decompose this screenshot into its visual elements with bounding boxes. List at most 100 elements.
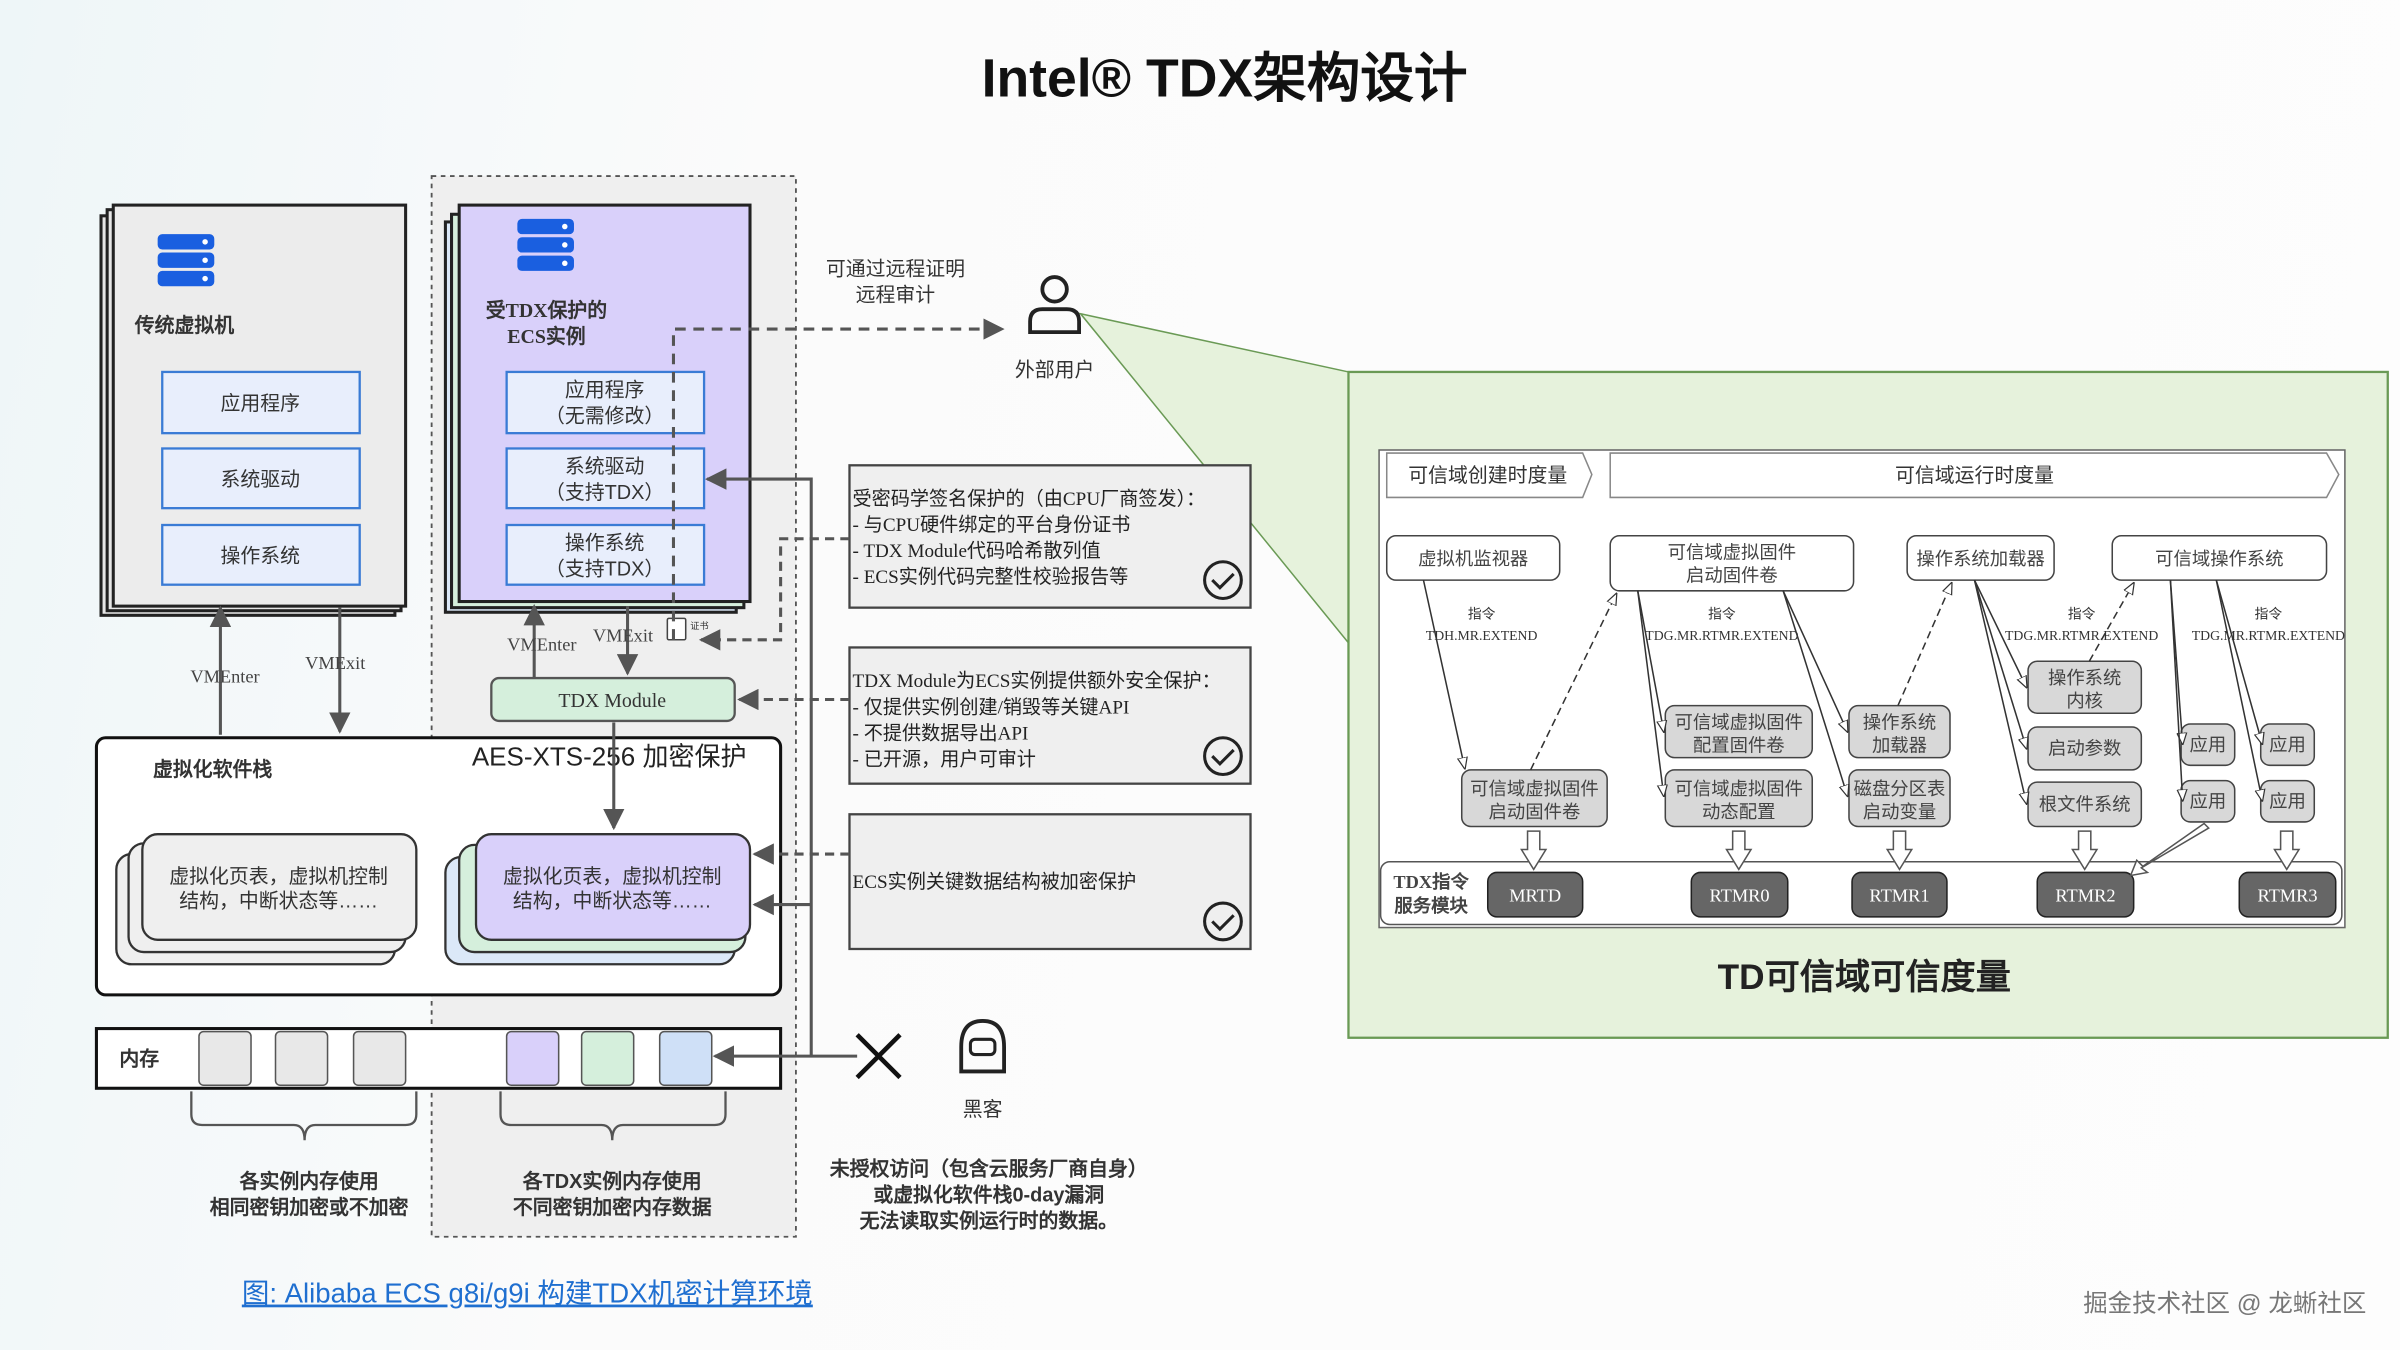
info-box [848,464,1252,609]
virtualization-stack-label: 虚拟化软件栈 [153,758,272,781]
server-slot [157,252,215,268]
source-label: 虚拟机监视器 [1418,549,1528,569]
tdx-layer-box [505,523,706,586]
user-head [1040,275,1069,304]
memory-page [352,1030,407,1086]
hacker-icon [959,1019,1006,1074]
register-label: RTMR3 [2257,886,2317,906]
right-memory-caption: 各TDX实例内存使用 [522,1170,702,1193]
extend-arrow [2071,830,2099,871]
memory-page [274,1030,329,1086]
server-slot [517,218,574,235]
vm-layer-label: 系统驱动 [220,469,300,491]
register-rtmr3 [2238,871,2337,918]
watermark: 掘金技术社区 @ 龙蜥社区 [2083,1290,2366,1318]
measured-label: 动态配置 [1702,802,1775,822]
info-line: - 仅提供实例创建/销毁等关键API [853,696,1130,718]
instruction-name: TDG.MR.RTMR.EXTEND [2192,628,2345,643]
measure-arrow [1422,579,1464,768]
extend-arrow [1725,830,1753,871]
instruction-label: 指令 [1468,606,1496,621]
measured-label: 可信域虚拟固件 [1675,779,1804,799]
measured-label: 应用 [2190,735,2227,755]
phase-runtime-label: 可信域运行时度量 [1895,465,2054,487]
measure-arrow [2215,579,2262,800]
check-circle [1203,736,1243,777]
tdx-data-card [474,833,752,941]
measured-box-rtmr0 [1664,769,1814,828]
measure-arrow [1973,579,2026,687]
info-line: - TDX Module代码哈希散列值 [853,540,1101,562]
load-dashed-arrow [1897,583,1952,706]
left-memory-brace [190,1091,418,1141]
memory-page [580,1030,635,1086]
hacker-hood [959,1019,1006,1074]
external-user-label: 外部用户 [1015,360,1095,382]
instruction-name: TDG.MR.RTMR.EXTEND [2005,628,2158,643]
measured-label: 根文件系统 [2039,794,2131,814]
register-label: RTMR2 [2055,886,2115,906]
measured-label: 应用 [2269,735,2306,755]
server-led [202,257,208,263]
server-slot [517,255,574,271]
vm-layer-box [161,523,361,586]
tdx-layer-sublabel: （无需修改） [545,405,664,427]
measured-label: 可信域虚拟固件 [1470,779,1599,799]
figure-caption-link[interactable]: 图: Alibaba ECS g8i/g9i 构建TDX机密计算环境 [242,1278,813,1309]
right-memory-brace [499,1091,727,1141]
server-led [562,260,568,267]
phase-runtime-arrow [1609,452,2340,499]
measurement-source-box [1906,534,2055,581]
check-circle-icon [1203,901,1243,942]
left-memory-caption: 相同密钥加密或不加密 [210,1196,409,1219]
server-led [202,239,208,245]
tdx-layer-label: 操作系统 [565,532,645,554]
measured-box-rtmr1 [1848,704,1951,759]
tdx-vm-label: 受TDX保护的 [486,299,607,322]
measure-arrow [1973,579,2026,803]
info-line: - 不提供数据导出API [853,722,1029,744]
left-memory-caption: 各实例内存使用 [239,1170,379,1193]
info-line: - 与CPU硬件绑定的平台身份证书 [853,514,1131,536]
attacker-note: 未授权访问（包含云服务厂商自身） [829,1158,1148,1181]
memory-page [198,1030,252,1086]
check-mark [1211,914,1235,932]
memory-page [505,1030,560,1086]
server-led [562,223,568,230]
measured-label: 启动变量 [1863,802,1936,822]
measured-label: 操作系统 [2048,668,2121,688]
instruction-label: 指令 [2255,606,2283,621]
attacker-note: 无法读取实例运行时的数据。 [860,1210,1118,1233]
measured-label: 可信域虚拟固件 [1675,713,1804,733]
instruction-label: 指令 [1708,606,1736,621]
vm-data-text: 结构，中断状态等…… [179,891,378,913]
attestation-note: 可通过远程证明 [826,259,965,281]
encryption-label: AES-XTS-256 加密保护 [472,741,747,771]
check-circle-icon [1203,560,1243,600]
server-icon [517,218,574,271]
check-circle [1203,560,1243,600]
measured-label: 应用 [2190,791,2227,811]
register-label: RTMR1 [1869,886,1929,906]
measure-arrow [1782,590,1847,796]
user-body [1028,307,1081,335]
hacker-label: 黑客 [963,1099,1003,1121]
vm-layer-box [161,447,361,510]
server-icon [157,234,215,287]
measured-label: 操作系统 [1863,713,1936,733]
right-memory-caption: 不同密钥加密内存数据 [513,1196,712,1219]
tdx-module-box [490,676,736,723]
user-icon [1028,275,1081,335]
register-rtmr0 [1690,871,1789,918]
tdx-layer-label: 系统驱动 [565,456,645,478]
instruction-name: TDG.MR.RTMR.EXTEND [1645,628,1798,643]
measure-arrow [1782,590,1847,732]
measured-label: 磁盘分区表 [1854,779,1946,799]
extend-arrow [2273,830,2301,871]
measured-label: 启动参数 [2048,739,2121,759]
measured-label: 启动固件卷 [1489,802,1581,822]
measure-arrow [1973,579,2026,748]
module-label: 服务模块 [1394,895,1468,916]
instruction-label: 指令 [2068,606,2096,621]
